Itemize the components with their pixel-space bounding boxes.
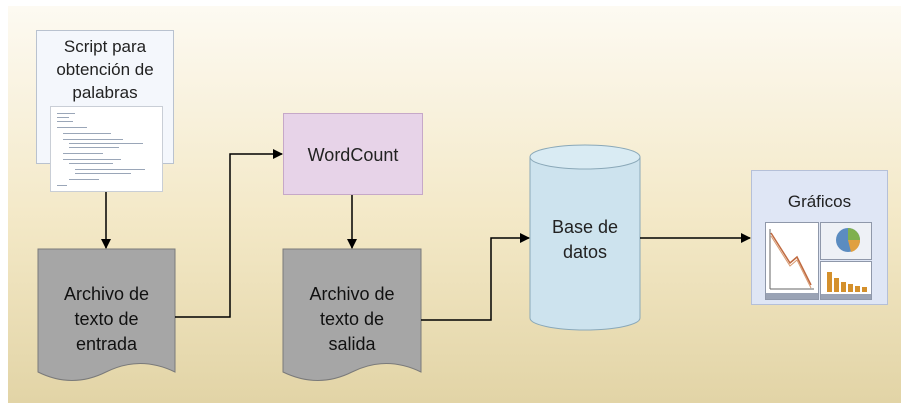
input-file-shape <box>37 248 176 381</box>
line-chart-icon <box>766 223 818 299</box>
code-thumbnail <box>50 106 163 192</box>
connector-input-to-wordcount <box>175 149 283 318</box>
bar-chart-thumbnail <box>820 261 872 300</box>
database-cylinder <box>529 144 641 331</box>
charts-label: Gráficos <box>787 192 852 211</box>
line-chart-thumbnail <box>765 222 819 300</box>
connector-output-to-database <box>421 233 530 321</box>
pie-chart-thumbnail <box>820 222 872 260</box>
script-node: Script para obtención de palabras <box>36 30 174 192</box>
input-file-label: Archivo de texto de entrada <box>63 284 150 354</box>
database-label: Base de datos <box>551 217 619 262</box>
wordcount-label: WordCount <box>307 145 399 165</box>
output-file-label: Archivo de texto de salida <box>309 284 395 354</box>
output-file-shape <box>282 248 422 381</box>
wordcount-node: WordCount <box>283 113 423 195</box>
bar-chart-icon <box>821 262 871 299</box>
pie-chart-icon <box>821 223 871 259</box>
charts-node: Gráficos <box>751 170 888 305</box>
script-label: Script para obtención de palabras <box>56 37 154 102</box>
